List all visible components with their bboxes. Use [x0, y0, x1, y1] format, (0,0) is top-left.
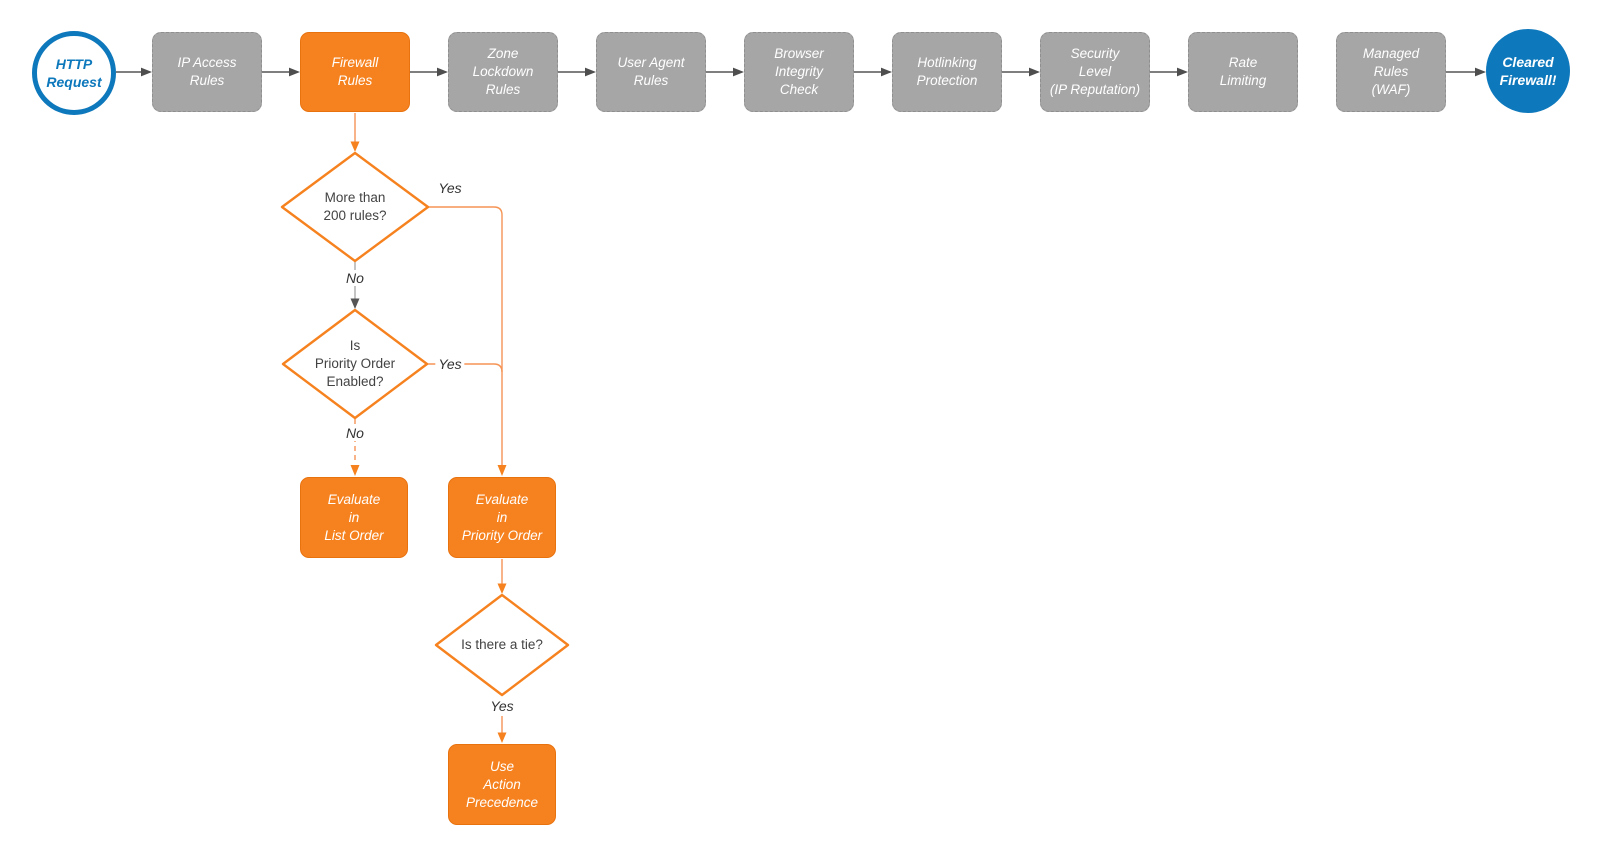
action-label-line: in — [496, 509, 508, 525]
edge-d2-no-arrowhead — [350, 465, 360, 476]
stage-label-line: Rules — [337, 73, 373, 88]
edge-label-d1-yes: Yes — [435, 180, 465, 196]
action-label-line: Evaluate — [475, 491, 529, 507]
stage-browser-integrity-check: Browser Integrity Check — [744, 32, 854, 112]
edge-d1-no-arrowhead — [350, 298, 360, 309]
action-evaluate-in-priority-order: Evaluate in Priority Order — [448, 477, 556, 558]
edge-firewall-to-d1-arrowhead — [350, 141, 360, 152]
stage-label-line: Security — [1070, 46, 1120, 61]
edge-d2-yes — [427, 363, 503, 373]
decision-label-priority-order-enabled: Is Priority Order Enabled? — [285, 337, 425, 391]
action-evaluate-in-list-order: Evaluate in List Order — [300, 477, 408, 558]
stage-user-agent-rules: User Agent Rules — [596, 32, 706, 112]
stage-label-line: Rate — [1228, 55, 1258, 70]
stage-label-line: Level — [1078, 64, 1112, 79]
stage-label-line: (WAF) — [1371, 82, 1411, 97]
edge-label-d2-yes: Yes — [435, 356, 465, 372]
action-label-line: List Order — [324, 527, 384, 543]
action-label-line: Priority Order — [461, 527, 543, 543]
decision-label-line: More than — [324, 190, 386, 205]
stage-label-line: Zone — [487, 46, 519, 61]
node-cleared-firewall: Cleared Firewall! — [1486, 29, 1570, 113]
stage-label-line: Lockdown — [472, 64, 534, 79]
stage-label-line: Browser — [774, 46, 824, 61]
decision-diamond-more-than-200-rules — [280, 151, 430, 263]
action-label-line: Precedence — [465, 794, 539, 810]
stage-label-line: Rules — [189, 73, 225, 88]
action-use-action-precedence: Use Action Precedence — [448, 744, 556, 825]
stage-label-line: Managed — [1362, 46, 1420, 61]
decision-label-line: 200 rules? — [323, 208, 387, 223]
action-label-line: Evaluate — [327, 491, 381, 507]
node-http-request: HTTP Request — [32, 31, 116, 115]
stage-zone-lockdown-rules: Zone Lockdown Rules — [448, 32, 558, 112]
stage-firewall-rules: Firewall Rules — [300, 32, 410, 112]
stage-label-line: User Agent — [617, 55, 685, 70]
node-label-line: Cleared — [1502, 54, 1554, 70]
action-label-line: in — [348, 509, 360, 525]
decision-label-line: Enabled? — [326, 374, 384, 389]
stage-ip-access-rules: IP Access Rules — [152, 32, 262, 112]
stage-label-line: Firewall — [331, 55, 379, 70]
decision-label-line: Is there a tie? — [461, 637, 543, 652]
stage-rate-limiting: Rate Limiting — [1188, 32, 1298, 112]
edge-priority-to-d3-arrowhead — [497, 583, 507, 594]
decision-label-line: Priority Order — [314, 356, 396, 371]
edge-label-d1-no: No — [343, 270, 367, 286]
stage-managed-rules-waf: Managed Rules (WAF) — [1336, 32, 1446, 112]
pipeline-arrowheads — [141, 67, 1486, 77]
edge-d3-yes-arrowhead — [497, 732, 507, 743]
edge-label-d3-yes: Yes — [487, 698, 517, 714]
stage-label-line: Rules — [633, 73, 669, 88]
stage-label-line: Limiting — [1219, 73, 1267, 88]
stage-label-line: (IP Reputation) — [1049, 82, 1141, 97]
edge-d1-yes — [428, 206, 503, 466]
stage-label-line: Protection — [916, 73, 978, 88]
decision-label-is-there-a-tie: Is there a tie? — [432, 636, 572, 654]
stage-label-line: Rules — [485, 82, 521, 97]
action-label-line: Action — [483, 776, 521, 792]
node-label-line: Request — [46, 74, 102, 90]
edge-d1-yes-arrowhead — [497, 465, 507, 476]
stage-label-line: Rules — [1373, 64, 1409, 79]
stage-label-line: Integrity — [774, 64, 824, 79]
stage-label-line: IP Access — [177, 55, 237, 70]
stage-label-line: Hotlinking — [917, 55, 977, 70]
decision-label-line: Is — [349, 338, 361, 353]
decision-diamond-priority-order-enabled — [281, 308, 429, 420]
decision-label-more-than-200-rules: More than 200 rules? — [285, 189, 425, 225]
decision-diamond-is-there-a-tie — [434, 593, 570, 697]
node-label-line: Firewall! — [1499, 72, 1557, 88]
action-label-line: Use — [489, 758, 514, 774]
node-label-line: HTTP — [55, 56, 93, 72]
stage-security-level-ip-reputation: Security Level (IP Reputation) — [1040, 32, 1150, 112]
stage-hotlinking-protection: Hotlinking Protection — [892, 32, 1002, 112]
edge-label-d2-no: No — [343, 425, 367, 441]
stage-label-line: Check — [779, 82, 819, 97]
